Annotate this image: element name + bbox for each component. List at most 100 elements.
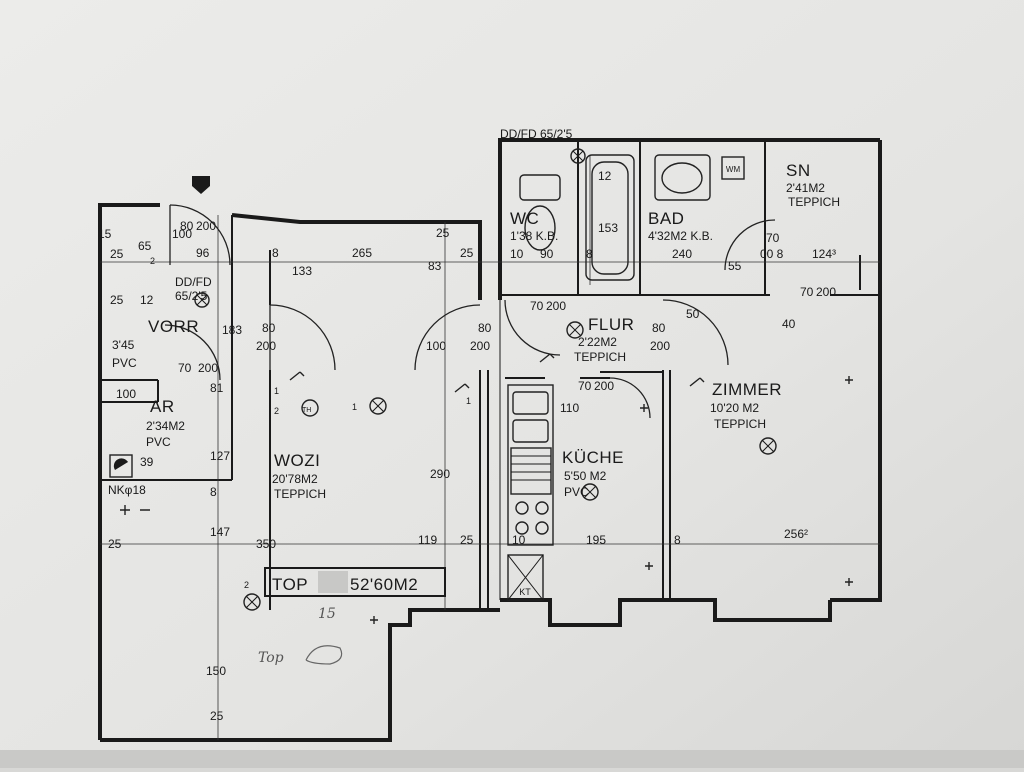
dim-label: 2 bbox=[150, 256, 155, 266]
paper-edge bbox=[0, 750, 1024, 768]
dim-label: 110 bbox=[560, 401, 579, 415]
dim-label: 10 bbox=[510, 247, 524, 261]
flur-door bbox=[414, 304, 481, 371]
room-floor-zimmer: TEPPICH bbox=[714, 417, 766, 431]
dim-label: 200 bbox=[470, 339, 490, 353]
doors bbox=[164, 204, 776, 419]
dim-label: 200 bbox=[196, 219, 216, 233]
room-area-wc: 1'38 K.B. bbox=[510, 229, 558, 243]
dim-label: 81 bbox=[210, 381, 224, 395]
dim-label: 40 bbox=[782, 317, 796, 331]
washing-machine-icon bbox=[721, 156, 745, 180]
dim-label: 70 bbox=[178, 361, 192, 375]
room-name-ar: AR bbox=[150, 397, 175, 416]
light-symbols bbox=[194, 148, 777, 611]
room-floor-ar: PVC bbox=[146, 435, 171, 449]
dim-label: 350 bbox=[256, 537, 276, 551]
dim-label: 8 bbox=[210, 485, 217, 499]
total-value: 52'60M2 bbox=[350, 575, 418, 594]
dim-label: 200 bbox=[594, 379, 614, 393]
dim-label: 39 bbox=[140, 455, 154, 469]
dim-label: 25 bbox=[110, 247, 124, 261]
dim-label: 10 bbox=[512, 533, 526, 547]
dim-label: 90 bbox=[540, 247, 554, 261]
room-area-wozi: 20'78M2 bbox=[272, 472, 318, 486]
switch-icon bbox=[539, 353, 555, 363]
dim-label: 195 bbox=[586, 533, 606, 547]
dim-label: 153 bbox=[598, 221, 618, 235]
wm-label: WM bbox=[726, 165, 741, 174]
top-door-label: DD/FD 65/2'5 bbox=[500, 127, 573, 141]
room-floor-vorr: PVC bbox=[112, 356, 137, 370]
vorr-door bbox=[164, 324, 221, 381]
dim-label: 8 bbox=[674, 533, 681, 547]
room-area-sn: 2'41M2 bbox=[786, 181, 825, 195]
room-area-ar: 2'34M2 bbox=[146, 419, 185, 433]
zimmer-door bbox=[662, 299, 729, 366]
room-name-wozi: WOZI bbox=[274, 451, 320, 470]
total-area-box: TOP 52'60M2 bbox=[264, 567, 446, 597]
dim-label: 256² bbox=[784, 527, 808, 541]
switch-icon bbox=[289, 371, 305, 381]
room-floor-flur: TEPPICH bbox=[574, 350, 626, 364]
entry-door-value: 65/2'5 bbox=[175, 289, 208, 303]
meter-box-icon bbox=[109, 454, 133, 478]
dim-label: 1 bbox=[352, 402, 357, 412]
dimension-labels: 265 25 25 83 133 8 10 90 8 240 55 70 00 … bbox=[98, 169, 836, 723]
room-name-wc: WC bbox=[510, 209, 539, 228]
dim-label: 80 bbox=[180, 219, 194, 233]
dim-label: 127 bbox=[210, 449, 230, 463]
dim-label: 25 bbox=[210, 709, 224, 723]
wc-sink-icon bbox=[519, 174, 561, 201]
dim-label: 119 bbox=[418, 533, 437, 547]
socket-icon bbox=[845, 376, 853, 384]
room-floor-kueche: PVC bbox=[564, 485, 589, 499]
dim-label: 00 8 bbox=[760, 247, 784, 261]
handwritten-number: 15 bbox=[318, 606, 336, 622]
light-icon bbox=[369, 397, 387, 415]
dim-label: 1 bbox=[274, 386, 279, 396]
wozi-door bbox=[269, 304, 336, 371]
dim-label: 80 bbox=[478, 321, 492, 335]
room-name-kueche: KÜCHE bbox=[562, 448, 624, 467]
socket-icon bbox=[370, 616, 378, 624]
dim-label: 80 bbox=[652, 321, 666, 335]
dim-label: 15 bbox=[98, 227, 112, 241]
socket-icon bbox=[645, 562, 653, 570]
dim-label: 147 bbox=[210, 525, 230, 539]
socket-icon bbox=[120, 505, 150, 515]
dim-label: 124³ bbox=[812, 247, 836, 261]
light-icon bbox=[243, 593, 261, 611]
dim-label: 200 bbox=[816, 285, 836, 299]
dim-label: 290 bbox=[430, 467, 450, 481]
dim-label: 70 bbox=[530, 299, 544, 313]
toilet-icon bbox=[524, 205, 556, 251]
dim-label: 12 bbox=[140, 293, 154, 307]
sn-door bbox=[724, 219, 776, 271]
dim-label: 183 bbox=[222, 323, 242, 337]
dim-label: 100 bbox=[172, 227, 192, 241]
bathtub-icon bbox=[585, 154, 635, 281]
dim-label: 25 bbox=[460, 533, 474, 547]
dim-label: 70 bbox=[766, 231, 780, 245]
dim-label: 83 bbox=[428, 259, 442, 273]
kitchen-counter-icon bbox=[507, 384, 554, 546]
light-icon bbox=[759, 437, 777, 455]
dim-label: 25 bbox=[108, 537, 122, 551]
light-icon bbox=[194, 292, 210, 308]
dim-label: 100 bbox=[116, 387, 136, 401]
kitchen-inner-door bbox=[609, 377, 651, 419]
entry-door-label: DD/FD bbox=[175, 275, 212, 289]
dim-label: 80 bbox=[262, 321, 276, 335]
dim-label: 50 bbox=[686, 307, 700, 321]
dim-label: 8 bbox=[586, 247, 593, 261]
dim-label: 1 bbox=[466, 396, 471, 406]
stove-burner-icon bbox=[515, 501, 529, 515]
room-name-flur: FLUR bbox=[588, 315, 634, 334]
handwritten-top: Top bbox=[258, 650, 284, 666]
dim-label: 25 bbox=[460, 246, 474, 260]
nk-label: NKφ18 bbox=[108, 483, 146, 497]
bath-sink-icon bbox=[654, 154, 711, 201]
dim-label: 55 bbox=[728, 259, 742, 273]
